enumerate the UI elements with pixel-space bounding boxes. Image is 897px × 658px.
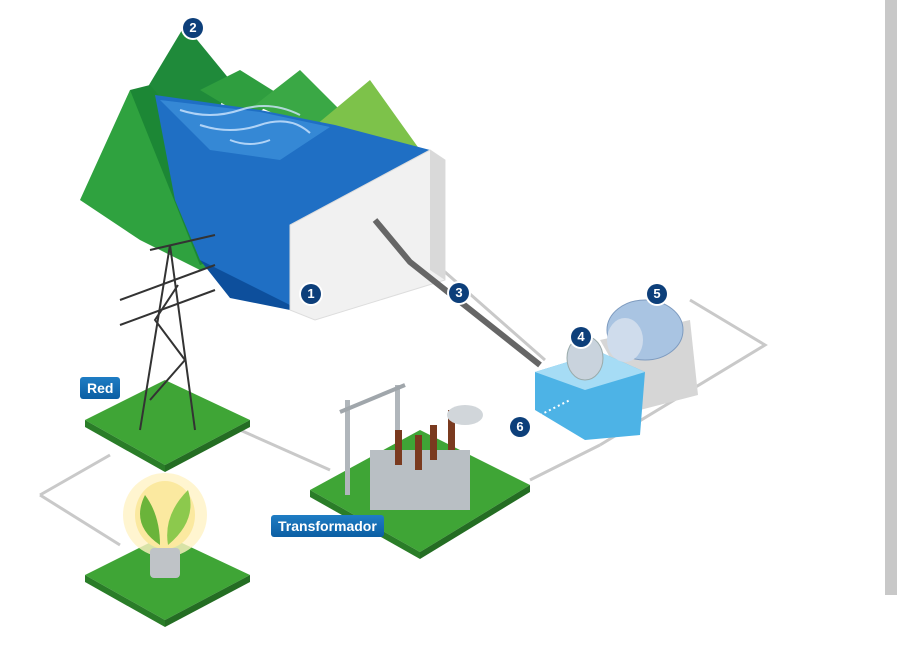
marker-4: 4	[571, 327, 591, 347]
marker-3: 3	[449, 283, 469, 303]
transformer	[339, 383, 483, 510]
marker-5: 5	[647, 284, 667, 304]
scrollbar[interactable]	[885, 0, 897, 595]
powerhouse	[535, 299, 698, 440]
grid-label: Red	[80, 377, 121, 399]
penstock	[372, 218, 542, 368]
marker-6: 6	[510, 417, 530, 437]
marker-2: 2	[183, 18, 203, 38]
transformer-label: Transformador	[271, 515, 384, 537]
transmission-tower	[119, 234, 216, 431]
light-bulb	[123, 473, 207, 578]
marker-1: 1	[301, 284, 321, 304]
dam	[289, 149, 446, 321]
